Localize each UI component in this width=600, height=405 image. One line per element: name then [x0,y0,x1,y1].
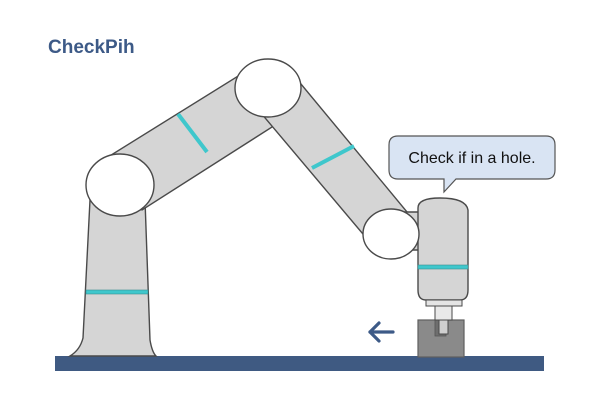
speech-bubble: Check if in a hole. [388,135,556,194]
shoulder-joint [85,153,155,217]
arrow-left-icon [368,321,395,343]
worktable [55,356,544,371]
page-title: CheckPih [48,37,135,58]
upper-arm-ring [176,112,209,154]
elbow-joint [234,58,302,118]
forearm-ring [311,144,355,170]
tool-head-ring [417,264,469,270]
robot-base-link [67,199,158,357]
speech-bubble-text: Check if in a hole. [408,150,535,167]
peg-tool [434,305,453,321]
robot-tool-head [417,197,469,335]
wrist-joint [362,208,420,260]
